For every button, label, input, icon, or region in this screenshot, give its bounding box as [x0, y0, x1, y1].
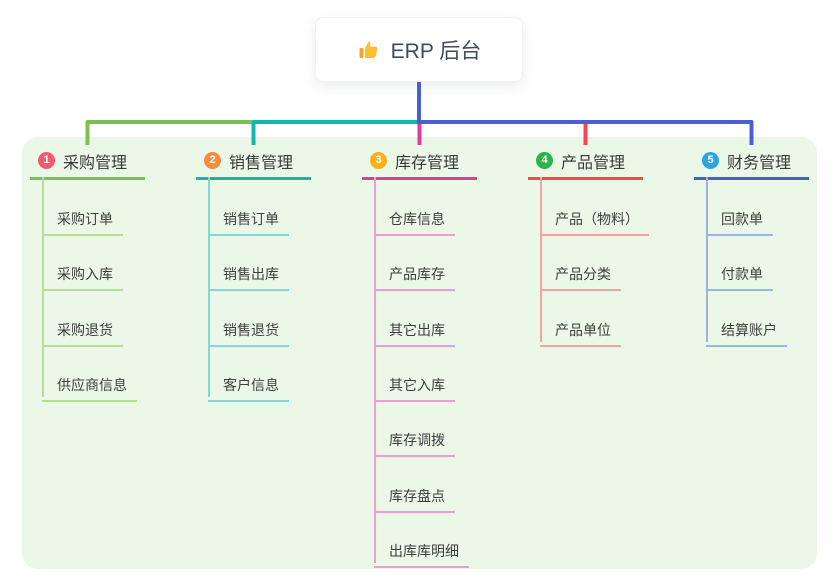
branch-children-line [42, 177, 44, 397]
branch-children-line [374, 177, 376, 563]
child-node[interactable]: 付款单 [706, 254, 773, 292]
child-node[interactable]: 出库库明细 [374, 531, 469, 568]
child-node[interactable]: 仓库信息 [374, 199, 455, 236]
branch-title-label: 产品管理 [561, 154, 626, 172]
branch-number-badge: 1 [38, 152, 55, 169]
thumbs-up-icon [357, 38, 381, 62]
branch-title[interactable]: 4 产品管理 [528, 144, 643, 180]
child-node[interactable]: 销售出库 [208, 254, 289, 292]
branch-title-label: 销售管理 [229, 154, 294, 172]
branch-number-badge: 2 [204, 152, 221, 169]
branch-number-badge: 5 [702, 152, 719, 169]
child-node[interactable]: 供应商信息 [42, 365, 137, 402]
branch-title-label: 财务管理 [727, 154, 792, 172]
child-node[interactable]: 库存调拨 [374, 420, 455, 458]
child-node[interactable]: 结算账户 [706, 310, 787, 347]
branch-number-badge: 3 [370, 152, 387, 169]
branch-title[interactable]: 5 财务管理 [694, 144, 809, 180]
branch-title[interactable]: 2 销售管理 [196, 144, 311, 180]
branch-title[interactable]: 3 库存管理 [362, 144, 477, 180]
branch-children-line [706, 177, 708, 342]
child-node[interactable]: 产品分类 [540, 254, 621, 292]
child-node[interactable]: 产品单位 [540, 310, 621, 347]
child-node[interactable]: 采购订单 [42, 199, 123, 236]
child-node[interactable]: 其它入库 [374, 365, 455, 402]
branch-title-label: 库存管理 [395, 154, 460, 172]
child-node[interactable]: 回款单 [706, 199, 773, 236]
child-node[interactable]: 采购入库 [42, 254, 123, 292]
branches-panel [22, 137, 817, 569]
child-node[interactable]: 产品（物料） [540, 199, 649, 236]
child-node[interactable]: 库存盘点 [374, 476, 455, 513]
branch-title[interactable]: 1 采购管理 [30, 144, 145, 180]
root-node-title: ERP 后台 [390, 39, 482, 63]
child-node[interactable]: 销售订单 [208, 199, 289, 236]
branch-children-line [208, 177, 210, 397]
child-node[interactable]: 客户信息 [208, 365, 289, 402]
child-node[interactable]: 销售退货 [208, 310, 289, 347]
child-node[interactable]: 产品库存 [374, 254, 455, 292]
branch-title-label: 采购管理 [63, 154, 128, 172]
child-node[interactable]: 采购退货 [42, 310, 123, 347]
branch-children-line [540, 177, 542, 342]
child-node[interactable]: 其它出库 [374, 310, 455, 347]
connector-branch-5-and-root-stem [417, 82, 754, 145]
branch-number-badge: 4 [536, 152, 553, 169]
root-node[interactable]: ERP 后台 [315, 17, 523, 82]
